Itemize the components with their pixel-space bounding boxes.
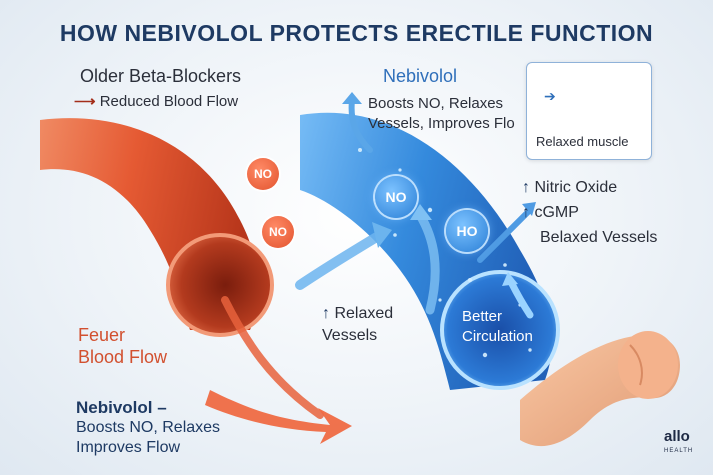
relaxed-vessel: [300, 112, 560, 390]
nebivolol-heading: Nebivolol: [383, 66, 458, 86]
better-circulation-label: Better Circulation: [462, 308, 533, 345]
brand-logo: allo HEALTH: [664, 428, 694, 454]
arrow-up-icon: ↑: [322, 305, 330, 322]
anatomy-illustration: [520, 331, 680, 447]
ho-badge-blue: HO: [446, 210, 488, 252]
effects-list: ↑ Nitric Oxide ↑ cGMP Belaxed Vessels: [522, 179, 658, 246]
inset-label: Relaxed muscle: [536, 134, 629, 149]
page-title: HOW NEBIVOLOL PROTECTS ERECTILE FUNCTION: [59, 20, 654, 46]
flow-arrows-blue: [295, 92, 536, 319]
older-beta-blockers-heading: Older Beta-Blockers: [80, 66, 242, 86]
arrow-up-icon: ↑: [522, 204, 530, 221]
bottom-caption: Nebivolol – Boosts NO, Relaxes Improves …: [76, 398, 221, 456]
no-badge-blue: NO: [375, 176, 417, 218]
no-badge: NO: [262, 216, 294, 248]
fewer-flow-label: Feuer Blood Flow: [78, 325, 168, 367]
constricted-vessel: [40, 118, 324, 419]
no-badge: NO: [247, 158, 279, 190]
nebivolol-description: Boosts NO, Relaxes Vessels, Improves Flo: [368, 95, 515, 132]
arrow-up-icon: ↑: [522, 179, 530, 196]
relaxed-vessels-label: ↑ Relaxed Vessels: [322, 305, 394, 344]
inset-panel: [526, 62, 652, 160]
arrow-right-icon: ⟶: [74, 93, 96, 110]
reduced-flow-label: ⟶ Reduced Blood Flow: [74, 93, 239, 110]
arrow-right-icon: ➔: [544, 88, 556, 104]
flow-arrow-red: [205, 390, 352, 444]
